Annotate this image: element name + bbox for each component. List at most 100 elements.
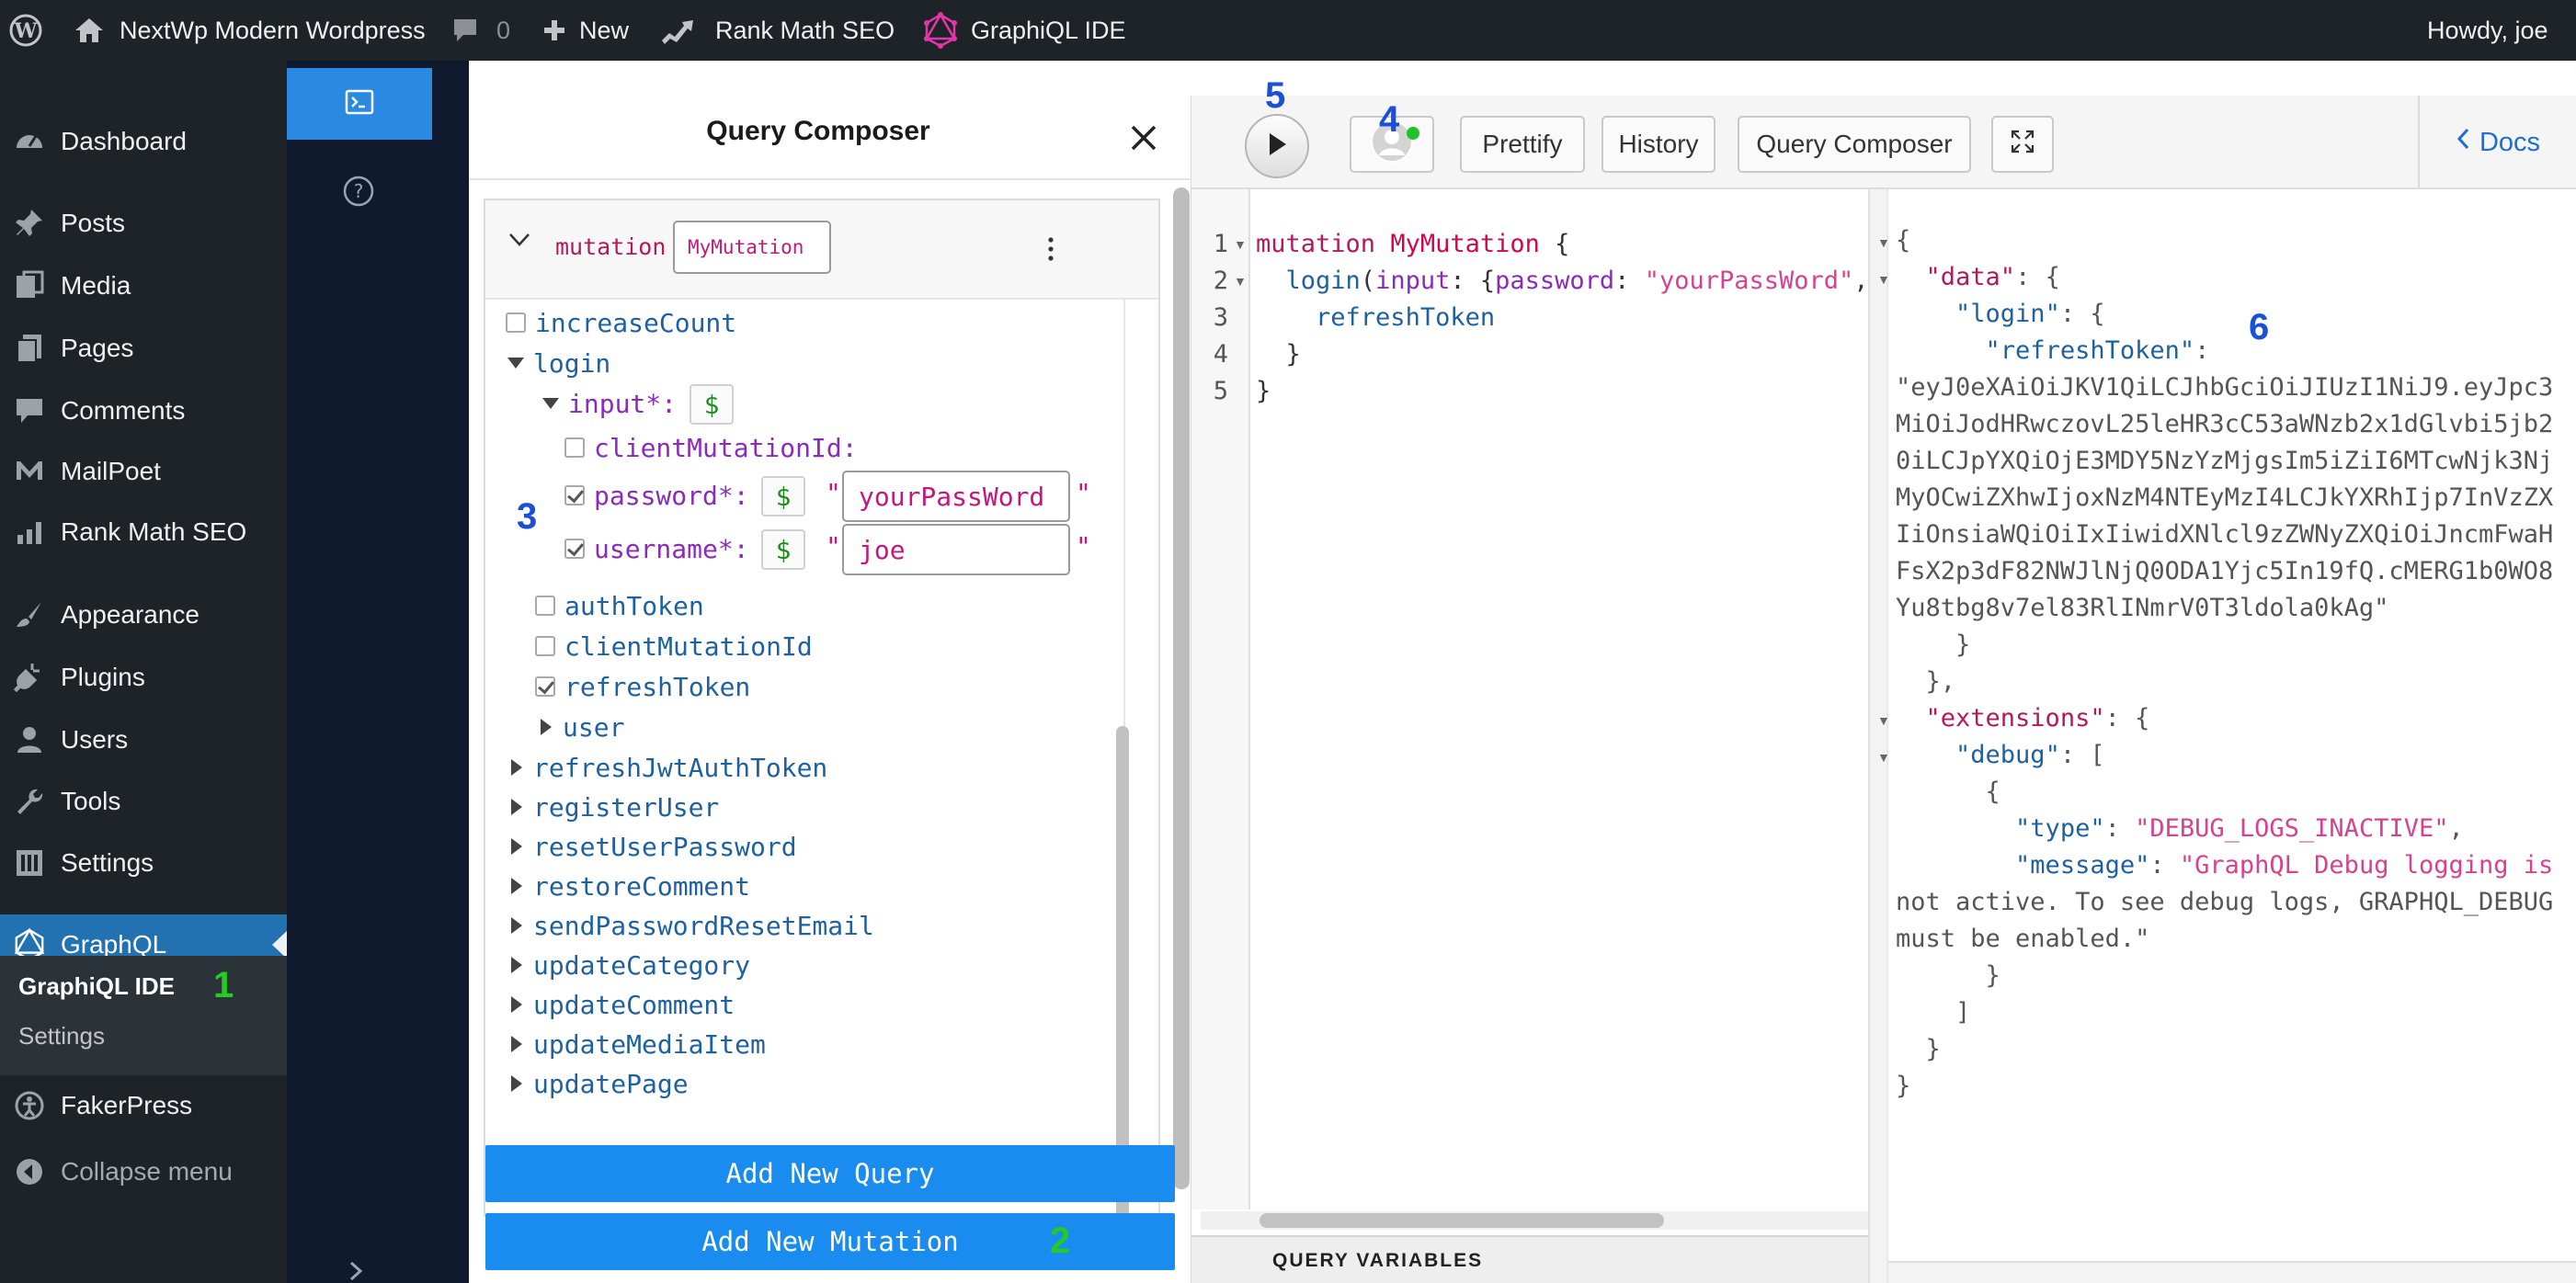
auth-user-button[interactable] [1350,116,1434,173]
query-variables-bar[interactable]: QUERY VARIABLES [1191,1235,1868,1283]
sidebar-item-appearance[interactable]: Appearance [0,585,287,644]
sidebar-item-fakerpress[interactable]: FakerPress [0,1076,287,1135]
tree-mutation-item[interactable]: updatePage [511,1064,689,1103]
result-line: "debug": [ [1955,741,2105,769]
query-composer-button[interactable]: Query Composer [1738,116,1971,173]
password-input[interactable]: yourPassWord [842,471,1070,522]
tree-field-clientmutationid[interactable]: clientMutationId [535,627,813,665]
tree-field-refreshtoken[interactable]: refreshToken [535,667,750,706]
editor-result-divider[interactable] [1868,189,1888,1283]
fold-marker-icon[interactable]: ▼ [1877,750,1890,765]
caret-right-icon [511,1075,522,1092]
chevron-down-icon[interactable] [507,232,531,253]
plug-icon [13,661,46,694]
fold-marker-icon[interactable]: ▼ [1877,235,1890,250]
checkbox[interactable] [564,437,585,458]
sidebar-item-comments[interactable]: Comments [0,381,287,440]
tree-arg-username[interactable]: username*: [564,529,749,568]
rankmath-link[interactable]: Rank Math SEO [660,0,895,61]
docs-button[interactable]: Docs [2418,96,2576,189]
collapse-menu-button[interactable]: Collapse menu [0,1142,287,1201]
graphiql-label: GraphiQL IDE [971,16,1126,44]
history-button[interactable]: History [1601,116,1715,173]
close-icon[interactable] [1127,121,1160,154]
checkbox[interactable] [564,539,585,559]
tree-field-user[interactable]: user [541,708,624,746]
variable-toggle-button[interactable]: $ [761,529,805,570]
result-line: "refreshToken": [1985,336,2210,365]
current-menu-arrow [272,931,287,959]
checkbox[interactable] [564,485,585,505]
sidebar-item-rankmath[interactable]: Rank Math SEO [0,503,287,562]
sidebar-item-mailpoet[interactable]: MailPoet [0,442,287,501]
variable-toggle-button[interactable]: $ [761,476,805,517]
fullscreen-button[interactable] [1991,116,2054,173]
account-menu[interactable]: Howdy, joe [2427,0,2548,61]
fold-marker-icon[interactable]: ▼ [1234,237,1247,252]
field-label: authToken [564,590,704,621]
query-editor[interactable]: 1 2 3 4 5 ▼ ▼ mutation MyMutation { logi… [1191,189,1898,1209]
tree-mutation-item[interactable]: updateComment [511,985,735,1024]
checkbox[interactable] [535,636,555,656]
tree-field-login[interactable]: login [507,344,610,382]
code-line-3: refreshToken [1316,303,1496,332]
site-name-link[interactable]: NextWp Modern Wordpress [74,0,426,61]
tree-arg-clientmutationid[interactable]: clientMutationId: [564,428,858,467]
annotation-number: 3 [517,496,538,537]
graphiql-link[interactable]: GraphiQL IDE [923,0,1126,61]
sidebar-item-tools[interactable]: Tools [0,772,287,831]
result-footer [1888,1261,2576,1283]
expand-rail-icon[interactable] [342,1259,370,1283]
fold-marker-icon[interactable]: ▼ [1877,272,1890,287]
sidebar-item-media[interactable]: Media [0,256,287,315]
explorer-scrollbar[interactable] [1116,726,1129,1215]
tree-arg-password[interactable]: password*: [564,476,749,515]
fold-marker-icon[interactable]: ▼ [1877,713,1890,728]
fold-marker-icon[interactable]: ▼ [1234,274,1247,289]
checkbox[interactable] [535,676,555,697]
sidebar-item-plugins[interactable]: Plugins [0,648,287,707]
submenu-item-settings[interactable]: Settings [18,1022,105,1050]
composer-scrollbar[interactable] [1173,187,1190,1189]
more-options-icon[interactable] [1046,235,1055,267]
sidebar-item-dashboard[interactable]: Dashboard [0,112,287,171]
sidebar-item-posts[interactable]: Posts [0,194,287,253]
caret-right-icon [541,719,552,735]
graphiql-sidebar [287,61,432,1283]
tree-mutation-item[interactable]: refreshJwtAuthToken [511,748,827,787]
sidebar-item-settings[interactable]: Settings [0,834,287,892]
new-content-link[interactable]: New [542,0,629,61]
variable-toggle-button[interactable]: $ [690,384,734,425]
prettify-button[interactable]: Prettify [1460,116,1585,173]
tree-arg-input[interactable]: input*: [542,384,677,423]
tree-mutation-item[interactable]: sendPasswordResetEmail [511,906,874,945]
operation-name-input[interactable]: MyMutation [673,221,831,274]
tree-field-authtoken[interactable]: authToken [535,586,704,625]
wordpress-logo-icon[interactable]: W [9,0,42,61]
add-new-query-button[interactable]: Add New Query [485,1145,1175,1202]
sidebar-item-pages[interactable]: Pages [0,319,287,378]
tree-mutation-item[interactable]: resetUserPassword [511,827,797,866]
checkbox[interactable] [506,312,526,333]
tree-mutation-item[interactable]: registerUser [511,788,719,826]
terminal-button[interactable] [287,68,432,140]
comments-link[interactable]: 0 [450,0,510,61]
editor-h-scrollbar[interactable] [1260,1213,1664,1228]
checkbox[interactable] [535,596,555,616]
tree-mutation-item[interactable]: updateMediaItem [511,1025,766,1063]
sidebar-item-users[interactable]: Users [0,710,287,769]
sidebar-item-label: Users [61,725,129,754]
tree-field-increasecount[interactable]: increaseCount [506,303,736,342]
fakerpress-icon [13,1089,46,1122]
help-icon[interactable]: ? [342,175,375,212]
sidebar-item-label: Posts [61,209,126,237]
submenu-item-graphiql-ide[interactable]: GraphiQL IDE [18,972,175,1000]
add-new-mutation-button[interactable]: Add New Mutation [485,1213,1175,1270]
explorer-box: mutation MyMutation increaseCount login … [484,199,1160,1217]
tree-mutation-item[interactable]: updateCategory [511,946,750,984]
field-label: refreshJwtAuthToken [533,752,828,783]
tree-mutation-item[interactable]: restoreComment [511,867,750,905]
collapse-icon [13,1155,46,1188]
username-input[interactable]: joe [842,524,1070,575]
execute-query-button[interactable] [1245,114,1309,178]
